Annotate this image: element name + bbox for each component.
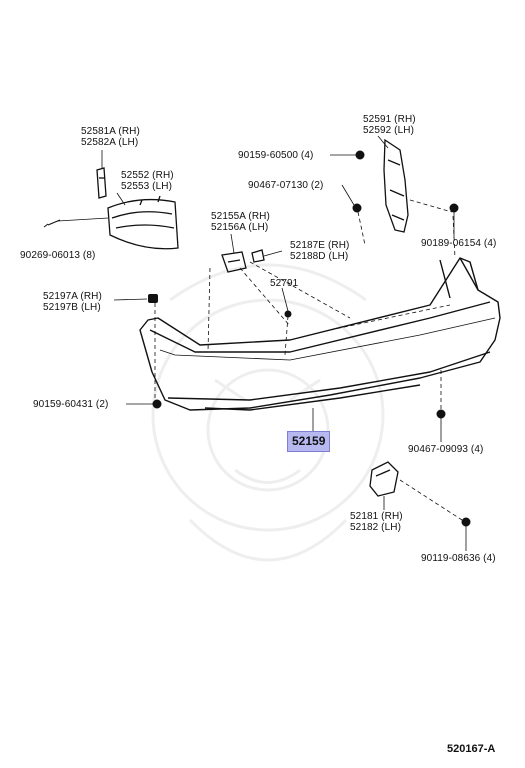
diagram-code: 520167-A xyxy=(447,743,496,755)
side-retainer xyxy=(221,251,247,273)
part-number-rh: 52181 (RH) xyxy=(350,511,403,522)
dashed-assembly-lines xyxy=(154,199,463,521)
leader-lines xyxy=(57,135,467,551)
label-52552: 52552 (RH) 52553 (LH) xyxy=(121,170,174,192)
label-90119: 90119-08636 (4) xyxy=(421,553,496,564)
label-90189: 90189-06154 (4) xyxy=(421,238,497,249)
label-52181: 52181 (RH) 52182 (LH) xyxy=(350,511,403,533)
label-90467-07130: 90467-07130 (2) xyxy=(248,180,324,191)
clip xyxy=(251,249,265,263)
label-52155a: 52155A (RH) 52156A (LH) xyxy=(211,211,270,233)
label-52581a: 52581A (RH) 52582A (LH) xyxy=(81,126,140,148)
label-52197a: 52197A (RH) 52197B (LH) xyxy=(43,291,102,313)
part-number-lh: 52592 (LH) xyxy=(363,125,415,136)
label-90467-09093: 90467-09093 (4) xyxy=(408,444,484,455)
part-number-rh: 52552 (RH) xyxy=(121,170,174,181)
label-90159-60431: 90159-60431 (2) xyxy=(33,399,109,410)
label-90269: 90269-06013 (8) xyxy=(20,250,96,261)
bumper-bracket xyxy=(383,138,409,233)
part-number-lh: 52188D (LH) xyxy=(290,251,349,262)
label-52791: 52791 xyxy=(270,278,299,289)
label-52591: 52591 (RH) 52592 (LH) xyxy=(363,114,416,136)
bumper-guide xyxy=(369,461,399,497)
part-number-rh: 52581A (RH) xyxy=(81,126,140,137)
label-90159-60500: 90159-60500 (4) xyxy=(238,150,314,161)
part-number-lh: 52182 (LH) xyxy=(350,522,402,533)
part-number-lh: 52553 (LH) xyxy=(121,181,173,192)
retainer-clip xyxy=(148,294,158,303)
part-number-rh: 52591 (RH) xyxy=(363,114,416,125)
reflector xyxy=(96,167,107,199)
part-number-lh: 52582A (LH) xyxy=(81,137,139,148)
part-number-lh: 52197B (LH) xyxy=(43,302,101,313)
part-number-rh: 52187E (RH) xyxy=(290,240,350,251)
label-52187e: 52187E (RH) 52188D (LH) xyxy=(290,240,349,262)
bumper-cover xyxy=(139,257,501,411)
fasteners xyxy=(43,150,471,527)
part-number-lh: 52156A (LH) xyxy=(211,222,269,233)
part-number-rh: 52197A (RH) xyxy=(43,291,102,302)
energy-absorber xyxy=(107,195,179,250)
part-number-rh: 52155A (RH) xyxy=(211,211,270,222)
watermark-emblem xyxy=(151,263,385,562)
highlighted-part-52159[interactable]: 52159 xyxy=(287,431,331,452)
